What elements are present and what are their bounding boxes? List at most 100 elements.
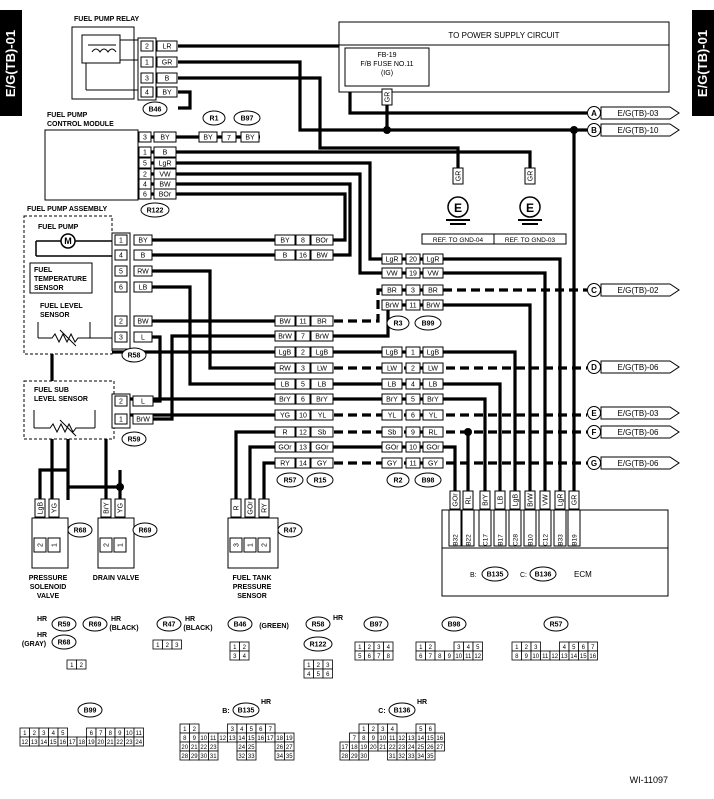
legend-pin-cell: 32 [236, 750, 247, 761]
legend-cell-number: 6 [582, 645, 586, 651]
legend-pin-cell: 17 [67, 736, 78, 747]
wire-color-label: GOr [453, 493, 460, 507]
legend-r57-label: R57 [550, 622, 563, 629]
legend-pin-cell: 29 [189, 750, 200, 761]
wire-color-tag [133, 331, 153, 343]
wire-color-label: LW [387, 366, 397, 373]
wire-color-tag [133, 234, 153, 246]
fuse-box [344, 47, 430, 87]
wire-color-tag [422, 393, 444, 405]
pin-box [405, 299, 421, 311]
temp-sensor-box [29, 262, 93, 294]
legend-cell-number: 8 [183, 736, 187, 742]
legend-pin-cell: 6 [425, 723, 436, 734]
connector-b99-tag [414, 315, 442, 331]
offpage-ref: E/G(TB)-06 [618, 459, 659, 468]
wire-br [320, 288, 587, 323]
wire-color-tag [274, 249, 296, 261]
pin-number: 3 [145, 76, 149, 83]
legend-cell-number: 22 [200, 745, 207, 751]
legend-cell-number: 25 [417, 745, 424, 751]
wire-color-tag-vertical [230, 498, 242, 518]
legend-cell-number: 16 [436, 736, 443, 742]
legend-b-prefix: B: [222, 708, 229, 715]
ecm-pin: C28 [513, 534, 520, 546]
ecm-title: ECM [574, 570, 592, 579]
drain-valve-tag-label: R69 [139, 528, 152, 535]
offpage-ref: E/G(TB)-02 [618, 286, 659, 295]
legend-pin-cell: 30 [198, 750, 209, 761]
pin-number: 2 [145, 44, 149, 51]
wire-color-label: YG [280, 413, 290, 420]
wire-color-label: LgB [427, 350, 440, 357]
legend-r122-label: R122 [310, 642, 327, 649]
legend-cell-number: 28 [181, 754, 188, 760]
wire-relay-b [178, 76, 460, 180]
fuse-name: F/B FUSE NO.11 [360, 61, 413, 68]
tank-sensor-tag [277, 522, 303, 538]
joint-pin-box [221, 131, 237, 143]
legend-cell-number: 5 [358, 654, 362, 660]
legend-cell-number: 21 [379, 745, 386, 751]
wire-color-tag [156, 40, 178, 52]
legend-cell-number: 18 [78, 740, 85, 746]
wire-color-label: LW [428, 366, 438, 373]
control-module-box [44, 129, 139, 201]
legend-c-prefix: C: [378, 708, 385, 715]
legend-cell-box [434, 741, 445, 752]
legend-pin-cell: 9 [444, 650, 455, 661]
wire-color-label: GOr [426, 445, 440, 452]
legend-pin-cell: 8 [179, 732, 190, 743]
legend-pin-cell: 2 [368, 723, 379, 734]
legend-pin-cell: 6 [364, 650, 375, 661]
wire-color-tag [310, 457, 334, 469]
legend-pin-cell: 21 [377, 741, 388, 752]
pin-box [405, 393, 421, 405]
wire-color-label: GR [528, 171, 535, 182]
ecm-b135-tag-label: B135 [487, 572, 504, 579]
wire-color-tag [156, 72, 178, 84]
legend-pin-cell: 10 [377, 732, 388, 743]
pin-box [140, 40, 154, 52]
legend-b136 [388, 702, 416, 718]
wire-color-tag [381, 284, 403, 296]
pin-number: 1 [119, 238, 123, 245]
wire-color-label: BW [159, 182, 171, 189]
pin-box [138, 157, 152, 169]
wire-color-label: GOr [278, 445, 292, 452]
legend-cell-number: 35 [286, 754, 293, 760]
legend-cell-number: 15 [50, 740, 57, 746]
valve-pin-box [99, 537, 113, 553]
relay-title: FUEL PUMP RELAY [74, 16, 140, 23]
legend-cell-number: 5 [317, 672, 321, 678]
wire-color-label: Sb [388, 430, 397, 437]
legend-cell-number: 2 [243, 645, 247, 651]
legend-r59-label: R59 [58, 622, 71, 629]
connector-b46-tag [142, 101, 168, 117]
wire-color-label: BY [203, 135, 213, 142]
legend-r47 [156, 616, 182, 632]
legend-cell-number: 3 [231, 727, 235, 733]
valve-pin: 1 [52, 543, 59, 547]
wire-color-tag-vertical [479, 490, 491, 510]
legend-cell-number: 5 [572, 645, 576, 651]
legend-cell-number: 11 [389, 736, 396, 742]
legend-cell-number: 8 [387, 654, 391, 660]
legend-cell-number: 8 [109, 731, 113, 737]
legend-pin-cell: 12 [217, 732, 228, 743]
legend-pin-cell: 6 [578, 641, 589, 652]
ecm-c-prefix: C: [520, 572, 527, 579]
legend-pin-cell: 1 [152, 639, 163, 650]
wire-color-label: LgB [38, 501, 45, 514]
legend-pin-cell: 24 [133, 736, 144, 747]
legend-cell-number: 9 [118, 731, 122, 737]
wire-color-tag-vertical [568, 490, 580, 510]
legend-cell-number: 2 [525, 645, 529, 651]
wire-color-tag [240, 131, 260, 143]
legend-pin-cell: 24 [236, 741, 247, 752]
wire-color-tag [310, 315, 334, 327]
pin-number: 20 [409, 257, 417, 264]
legend-pin-cell: 5 [472, 641, 483, 652]
pin-box [138, 188, 152, 200]
wire-color-label: GR [162, 60, 173, 67]
